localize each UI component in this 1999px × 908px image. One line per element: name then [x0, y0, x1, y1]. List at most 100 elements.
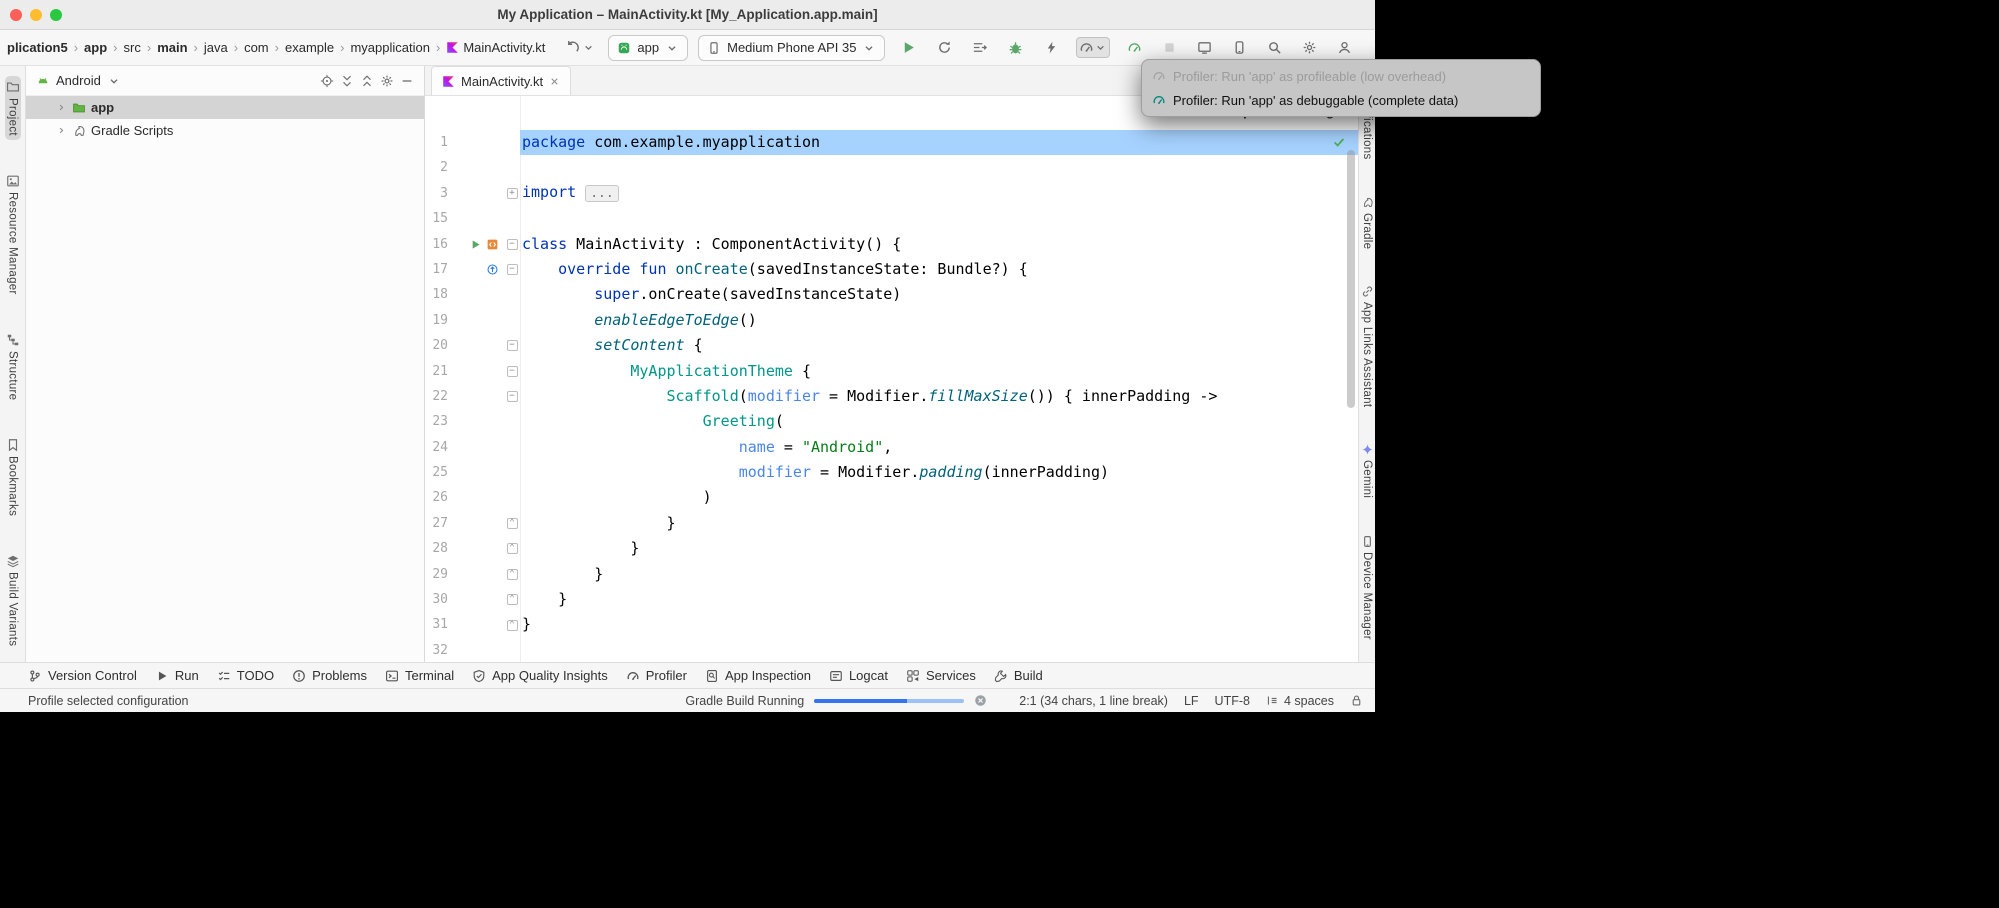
fold-marker-icon[interactable]: ⌃: [506, 619, 518, 631]
device-mirror-button[interactable]: [1194, 37, 1215, 58]
cancel-build-icon[interactable]: [974, 694, 987, 707]
code-text[interactable]: import ...: [520, 180, 1358, 206]
line-number[interactable]: 21: [432, 363, 448, 379]
fold-marker-icon[interactable]: −: [506, 238, 518, 250]
fold-marker-icon[interactable]: −: [506, 264, 518, 276]
code-text[interactable]: Scaffold(modifier = Modifier.fillMaxSize…: [520, 384, 1358, 409]
tool-tab-app-links-assistant[interactable]: App Links Assistant: [1360, 281, 1375, 411]
line-number[interactable]: 3: [440, 185, 448, 201]
line-number[interactable]: 27: [432, 515, 448, 531]
line-number[interactable]: 16: [432, 236, 448, 252]
settings-button[interactable]: [1299, 37, 1320, 58]
encoding-widget[interactable]: UTF-8: [1214, 693, 1250, 708]
apply-changes-button[interactable]: [969, 37, 990, 58]
breadcrumb-item-main[interactable]: main: [154, 38, 190, 57]
code-text[interactable]: }: [520, 612, 1358, 637]
code-line-31[interactable]: 31 ⌃}: [425, 612, 1358, 637]
code-line-18[interactable]: 18 super.onCreate(savedInstanceState): [425, 282, 1358, 307]
line-number[interactable]: 25: [432, 465, 448, 481]
expand-all-icon[interactable]: [340, 74, 354, 88]
code-line-24[interactable]: 24 name = "Android",: [425, 435, 1358, 460]
close-tab-icon[interactable]: [549, 76, 560, 87]
tool-window-button-app-inspection[interactable]: App Inspection: [705, 668, 811, 683]
tool-window-button-run[interactable]: Run: [155, 668, 199, 683]
line-number[interactable]: 22: [432, 388, 448, 404]
code-text[interactable]: package com.example.myapplication: [520, 130, 1358, 156]
tool-window-button-profiler[interactable]: Profiler: [626, 668, 687, 683]
run-config-select[interactable]: app: [608, 34, 689, 61]
hide-panel-icon[interactable]: [400, 74, 414, 88]
fold-marker-icon[interactable]: −: [506, 365, 518, 377]
code-line-16[interactable]: 16−class MainActivity : ComponentActivit…: [425, 232, 1358, 257]
apply-code-changes-button[interactable]: [1041, 37, 1062, 58]
panel-settings-gear-icon[interactable]: [380, 74, 394, 88]
fold-marker-icon[interactable]: −: [506, 391, 518, 403]
breadcrumb-item-java[interactable]: java: [201, 38, 231, 57]
code-line-25[interactable]: 25 modifier = Modifier.padding(innerPadd…: [425, 460, 1358, 485]
line-number[interactable]: 18: [432, 287, 448, 303]
code-line-21[interactable]: 21− MyApplicationTheme {: [425, 359, 1358, 384]
tool-tab-structure[interactable]: Structure: [5, 329, 21, 404]
code-line-28[interactable]: 28⌃ }: [425, 536, 1358, 561]
tool-window-button-services[interactable]: Services: [906, 668, 976, 683]
run-button[interactable]: [897, 36, 920, 59]
fold-marker-icon[interactable]: −: [506, 340, 518, 352]
project-view-selector[interactable]: Android: [56, 73, 101, 88]
tool-window-button-app-quality-insights[interactable]: App Quality Insights: [472, 668, 608, 683]
stop-button[interactable]: [1159, 37, 1180, 58]
tool-window-button-logcat[interactable]: Logcat: [829, 668, 888, 683]
profiler-popup-item[interactable]: Profiler: Run 'app' as profileable (low …: [1142, 64, 1540, 88]
editor-scrollbar[interactable]: [1347, 150, 1355, 408]
line-number[interactable]: 17: [432, 261, 448, 277]
close-window-button[interactable]: [10, 8, 22, 21]
line-number[interactable]: 28: [432, 541, 448, 557]
code-line-2[interactable]: 2: [425, 155, 1358, 180]
line-number[interactable]: 31: [432, 617, 448, 633]
line-number[interactable]: 24: [432, 439, 448, 455]
caret-position-widget[interactable]: 2:1 (34 chars, 1 line break): [1019, 693, 1168, 708]
line-separator-widget[interactable]: LF: [1183, 693, 1199, 708]
compose-gutter-icon[interactable]: [486, 238, 499, 251]
line-number[interactable]: 30: [432, 592, 448, 608]
code-text[interactable]: setContent {: [520, 333, 1358, 358]
code-text[interactable]: }: [520, 562, 1358, 587]
code-line-17[interactable]: 17 − override fun onCreate(savedInstanceS…: [425, 257, 1358, 282]
debug-button[interactable]: [1004, 36, 1027, 59]
tool-window-button-build[interactable]: Build: [994, 668, 1043, 683]
breadcrumb-item-myapplication[interactable]: myapplication: [347, 38, 433, 57]
breadcrumb-item-mainactivity-kt[interactable]: MainActivity.kt: [443, 38, 548, 57]
code-line-22[interactable]: 22 − Scaffold(modifier = Modifier.fillMax…: [425, 384, 1358, 409]
line-number[interactable]: 19: [432, 312, 448, 328]
tool-tab-bookmarks[interactable]: Bookmarks: [5, 434, 21, 520]
editor-tab-mainactivity[interactable]: MainActivity.kt: [431, 66, 572, 95]
code-text[interactable]: }: [520, 511, 1358, 536]
code-line-19[interactable]: 19 enableEdgeToEdge(): [425, 308, 1358, 333]
locate-file-icon[interactable]: [320, 74, 334, 88]
profiler-popup-item[interactable]: Profiler: Run 'app' as debuggable (compl…: [1142, 88, 1540, 112]
override-gutter-icon[interactable]: [486, 263, 499, 276]
line-number[interactable]: 23: [432, 414, 448, 430]
code-text[interactable]: }: [520, 536, 1358, 561]
fold-marker-icon[interactable]: ⌃: [506, 594, 518, 606]
line-number[interactable]: 1: [440, 135, 448, 150]
code-line-29[interactable]: 29 ⌃ }: [425, 562, 1358, 587]
code-line-26[interactable]: 26 ): [425, 485, 1358, 510]
tree-node-gradle-scripts[interactable]: Gradle Scripts: [26, 119, 424, 142]
chevron-down-icon[interactable]: [107, 74, 121, 88]
fold-marker-icon[interactable]: ⌃: [506, 568, 518, 580]
code-text[interactable]: super.onCreate(savedInstanceState): [520, 282, 1358, 307]
code-text[interactable]: modifier = Modifier.padding(innerPadding…: [520, 460, 1358, 485]
code-text[interactable]: override fun onCreate(savedInstanceState…: [520, 257, 1358, 282]
device-select[interactable]: Medium Phone API 35: [698, 34, 886, 61]
code-text[interactable]: enableEdgeToEdge(): [520, 308, 1358, 333]
account-button[interactable]: [1334, 37, 1355, 58]
code-text[interactable]: }: [520, 587, 1358, 612]
code-text[interactable]: ): [520, 485, 1358, 510]
code-line-3[interactable]: 3+import ...: [425, 181, 1358, 206]
line-number[interactable]: 29: [432, 566, 448, 582]
tool-tab-gemini[interactable]: Gemini: [1360, 439, 1375, 502]
indent-widget[interactable]: 4 spaces: [1266, 694, 1334, 708]
profiler-dropdown-button[interactable]: [1076, 37, 1111, 58]
running-devices-button[interactable]: [1229, 37, 1250, 58]
